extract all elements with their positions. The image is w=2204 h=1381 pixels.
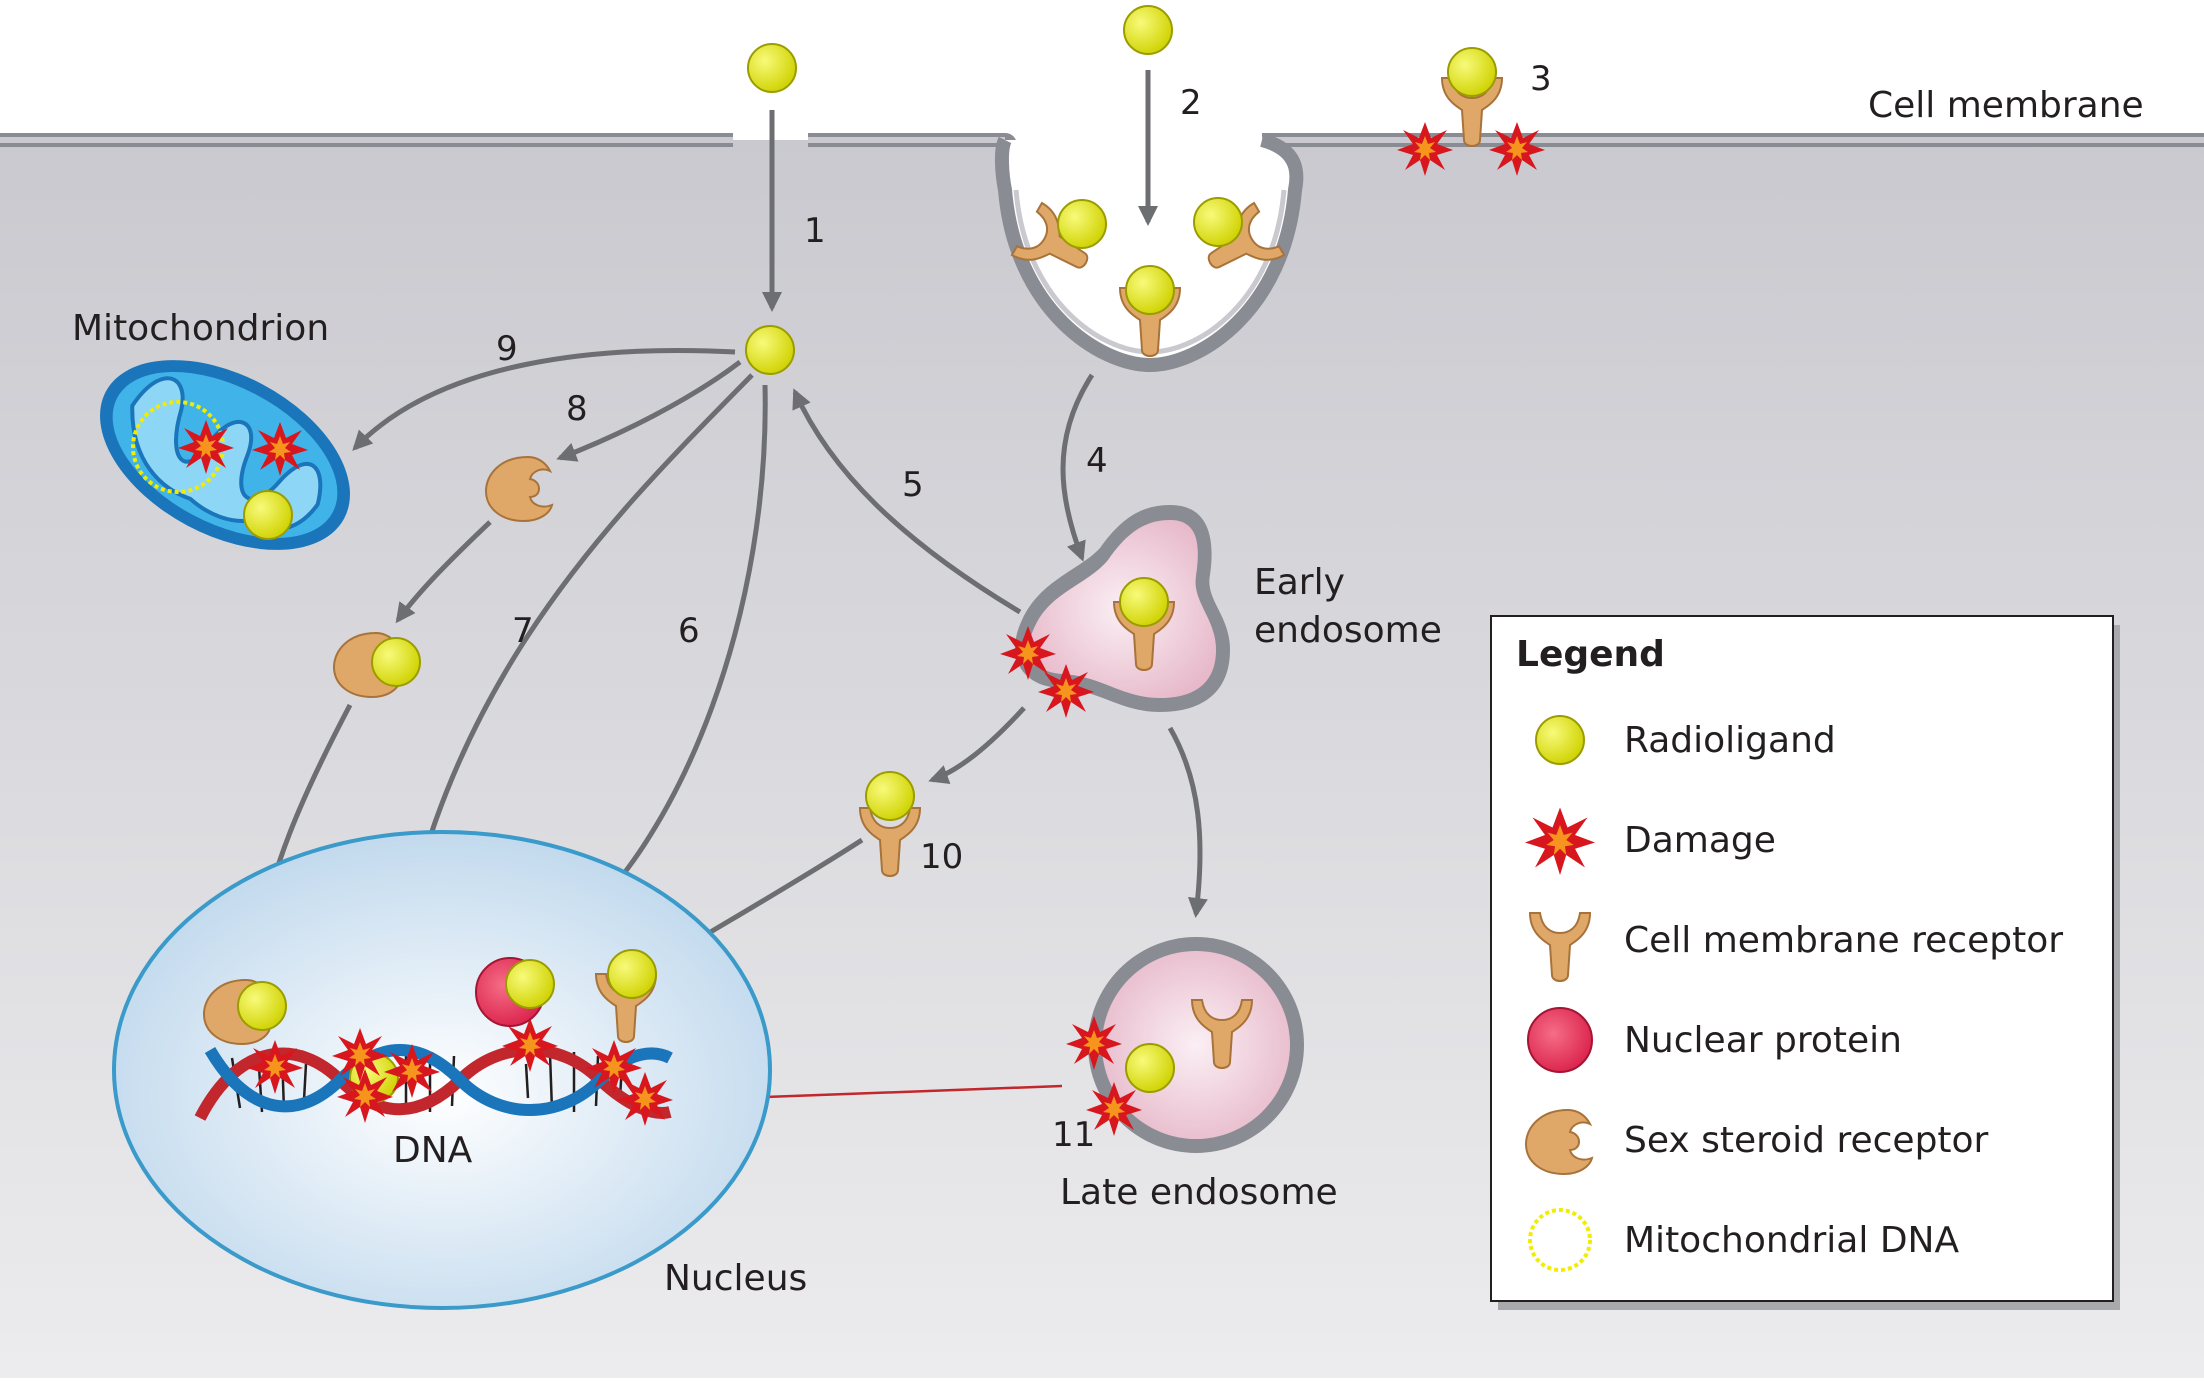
nucleus-label: Nucleus: [664, 1258, 807, 1299]
radioligand: [1057, 199, 1107, 249]
radioligand: [237, 981, 287, 1031]
radioligand: [747, 43, 797, 93]
legend-item-sex-steroid-receptor: Sex steroid receptor: [1624, 1120, 1989, 1161]
radioligand: [371, 637, 421, 687]
radioligand-icon: [1535, 715, 1585, 765]
radioligand: [865, 771, 915, 821]
mitochondrial-dna-icon: [1528, 1208, 1592, 1272]
legend-item-damage: Damage: [1624, 820, 1776, 861]
legend: Legend Radioligand Damage Cell membrane …: [1490, 615, 2120, 1310]
pathway-number-8: 8: [566, 389, 588, 429]
late-endosome-label: Late endosome: [1060, 1172, 1338, 1213]
radioligand: [1447, 47, 1497, 97]
cell-membrane-label: Cell membrane: [1868, 85, 2144, 126]
radioligand: [1125, 265, 1175, 315]
radioligand: [607, 949, 657, 999]
pathway-number-1: 1: [804, 211, 826, 251]
early-endosome-label: Early: [1254, 562, 1345, 603]
dna-label: DNA: [393, 1130, 473, 1171]
pathway-number-9: 9: [496, 329, 518, 369]
radioligand: [1193, 197, 1243, 247]
legend-item-nuclear-protein: Nuclear protein: [1624, 1020, 1902, 1061]
pathway-number-6: 6: [678, 611, 700, 651]
pathway-number-10: 10: [920, 837, 963, 877]
radioligand: [1125, 1043, 1175, 1093]
pathway-number-11: 11: [1052, 1115, 1095, 1155]
pathway-number-4: 4: [1086, 441, 1108, 481]
early-endosome-label: endosome: [1254, 610, 1442, 651]
radioligand: [745, 325, 795, 375]
radioligand: [1119, 577, 1169, 627]
legend-item-membrane-receptor: Cell membrane receptor: [1624, 920, 2063, 961]
pathway-number-7: 7: [512, 611, 534, 651]
pathway-number-2: 2: [1180, 83, 1202, 123]
mitochondrion-label: Mitochondrion: [72, 308, 329, 349]
nuclear-protein-icon: [1527, 1007, 1593, 1073]
legend-item-radioligand: Radioligand: [1624, 720, 1836, 761]
legend-title: Legend: [1516, 634, 1665, 675]
pathway-number-5: 5: [902, 465, 924, 505]
radioligand: [1123, 5, 1173, 55]
radioligand: [505, 959, 555, 1009]
legend-item-mitochondrial-dna: Mitochondrial DNA: [1624, 1220, 1959, 1261]
radioligand: [243, 490, 293, 540]
pathway-number-3: 3: [1530, 59, 1552, 99]
